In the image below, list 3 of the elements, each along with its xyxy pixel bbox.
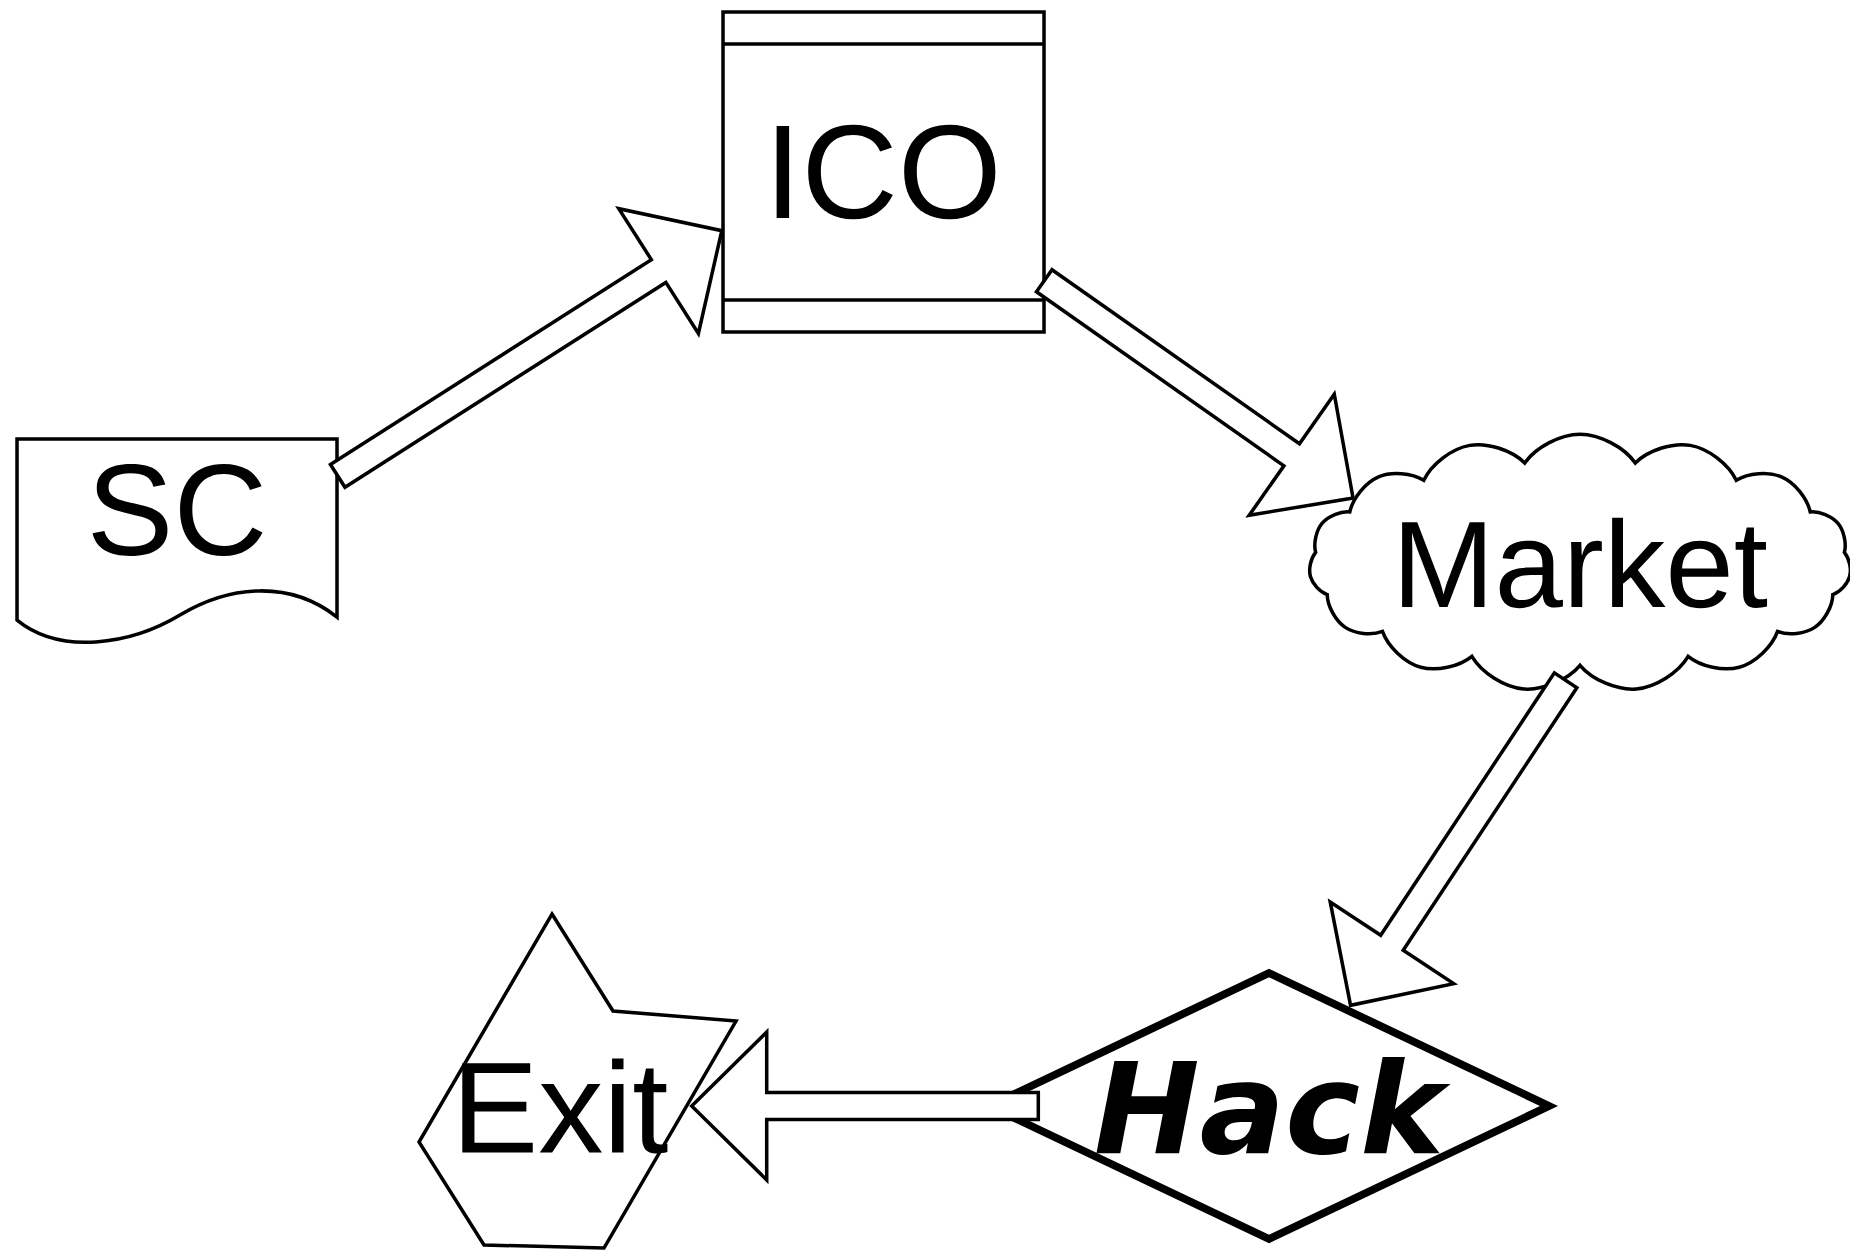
process-box: ICO xyxy=(721,10,1046,334)
block-arrow xyxy=(1034,267,1356,518)
block-arrow xyxy=(689,1027,1041,1185)
